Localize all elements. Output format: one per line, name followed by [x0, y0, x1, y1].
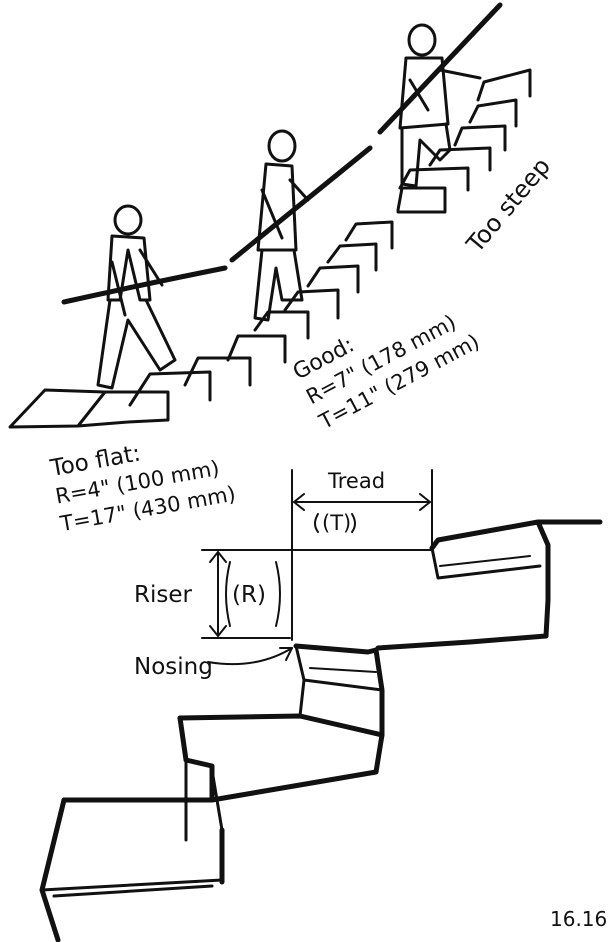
- figure-number: 16.16: [550, 907, 607, 931]
- figure-flat: [98, 206, 175, 388]
- label-tread: Tread: [327, 469, 385, 493]
- label-riser: Riser: [134, 582, 193, 608]
- dimension-lines: [202, 470, 432, 664]
- stair-section: [42, 522, 600, 940]
- label-nosing: Nosing: [134, 654, 213, 680]
- label-tread-abbr: (T): [322, 511, 351, 535]
- figure-steep: [400, 25, 480, 186]
- label-too-steep: Too steep: [461, 152, 557, 258]
- figure-good: [255, 131, 308, 320]
- label-riser-abbr: (R): [232, 582, 266, 608]
